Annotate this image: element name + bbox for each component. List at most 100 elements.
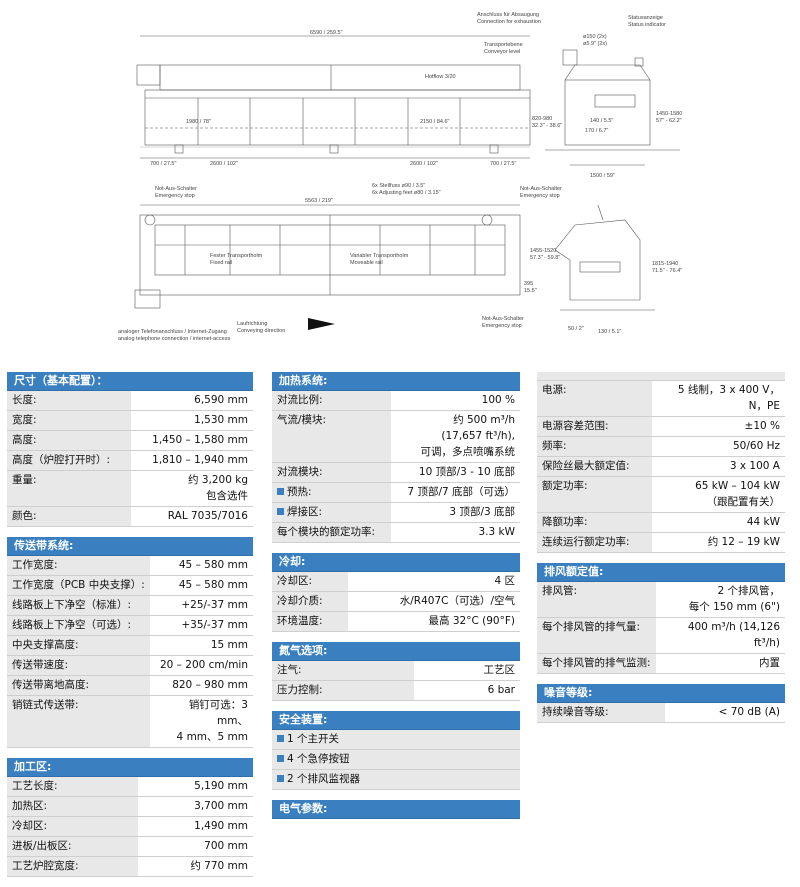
- bullet-square-icon: [277, 755, 284, 762]
- spec-row: 对流模块:10 顶部/3 - 10 底部: [272, 462, 520, 483]
- dim-total-length: 6590 / 259.5": [310, 30, 343, 36]
- label-fixed-rail-en: Fixed rail: [210, 260, 232, 266]
- spec-key: 气流/模块:: [272, 410, 391, 463]
- spec-key: 环境温度:: [272, 611, 349, 632]
- spec-row: 持续噪音等级:< 70 dB (A): [537, 703, 785, 723]
- spec-key: 频率:: [537, 436, 653, 457]
- spec-value: 5 线制，3 x 400 V， N，PE: [652, 381, 785, 417]
- section-header: 安全装置:: [272, 711, 520, 730]
- label-hotflow: Hotflow 3/20: [425, 74, 456, 80]
- section-header: 冷却:: [272, 553, 520, 572]
- spec-value: 20 – 200 cm/min: [149, 655, 253, 676]
- dim-1980: 1980 / 78": [186, 119, 211, 125]
- section-spacer: [537, 372, 785, 381]
- label-moveable-rail-en: Moveable rail: [350, 260, 383, 266]
- spec-value: 15 mm: [149, 635, 253, 656]
- spec-table: 持续噪音等级:< 70 dB (A): [537, 703, 785, 723]
- dim-130: 130 / 5.1": [598, 329, 621, 335]
- spec-row: 工作宽度（PCB 中央支撑）:45 – 580 mm: [7, 575, 253, 596]
- label-exhaust: Anschluss für Absaugung: [477, 12, 539, 18]
- spec-value: 50/60 Hz: [652, 436, 785, 457]
- safety-item: 2 个排风监视器: [272, 769, 520, 790]
- dim-700-right: 700 / 27.5": [490, 161, 516, 167]
- spec-column-2: 加热系统:对流比例:100 %气流/模块:约 500 m³/h (17,657 …: [272, 372, 520, 829]
- spec-value: 44 kW: [652, 512, 785, 533]
- spec-value: 5,190 mm: [137, 777, 253, 797]
- spec-row: 工作宽度:45 – 580 mm: [7, 556, 253, 576]
- spec-key: 进板/出板区:: [7, 836, 138, 857]
- spec-row: 保险丝最大额定值:3 x 100 A: [537, 456, 785, 477]
- spec-value: 65 kW – 104 kW （跟配置有关）: [652, 476, 785, 513]
- safety-item-text: 1 个主开关: [287, 733, 340, 745]
- label-status-en: Status indicator: [628, 22, 666, 28]
- spec-row: 电源:5 线制，3 x 400 V， N，PE: [537, 381, 785, 417]
- spec-key: 冷却区:: [272, 572, 349, 592]
- label-conveyor-level-en: Conveyor level: [484, 49, 520, 55]
- dim-395-in: 15.5": [524, 288, 537, 294]
- spec-row: 冷却区:1,490 mm: [7, 816, 253, 837]
- spec-row: 长度:6,590 mm: [7, 391, 253, 411]
- spec-key: 冷却介质:: [272, 591, 349, 612]
- bullet-square-icon: [277, 735, 284, 742]
- spec-row: 工艺长度:5,190 mm: [7, 777, 253, 797]
- spec-key: 每个模块的额定功率:: [272, 522, 391, 543]
- spec-row: 预热:7 顶部/7 底部（可选）: [272, 482, 520, 503]
- spec-row: 加热区:3,700 mm: [7, 796, 253, 817]
- spec-row: 重量:约 3,200 kg 包含选件: [7, 470, 253, 507]
- spec-key: 宽度:: [7, 410, 132, 431]
- label-estop-2-en: Emergency stop: [520, 193, 560, 199]
- label-estop-1: Not-Aus-Schalter: [155, 186, 197, 192]
- spec-key: 颜色:: [7, 506, 132, 527]
- spec-row: 2 个排风监视器: [272, 769, 520, 790]
- dim-2600-right: 2600 / 102": [410, 161, 438, 167]
- dim-1500: 1500 / 59": [590, 173, 615, 179]
- spec-value: 3.3 kW: [390, 522, 520, 543]
- spec-row: 工艺炉腔宽度:约 770 mm: [7, 856, 253, 877]
- spec-key-text: 预热:: [287, 486, 312, 498]
- bullet-square-icon: [277, 488, 284, 495]
- spec-value: 6,590 mm: [131, 391, 253, 411]
- spec-key: 每个排风管的排气监测:: [537, 653, 656, 674]
- spec-key: 保险丝最大额定值:: [537, 456, 653, 477]
- spec-key: 工作宽度:: [7, 556, 150, 576]
- spec-row: 宽度:1,530 mm: [7, 410, 253, 431]
- spec-value: 2 个排风管， 每个 150 mm (6"): [655, 582, 785, 618]
- spec-key: 线路板上下净空（标准）:: [7, 595, 150, 616]
- spec-row: 销链式传送带:销钉可选：3 mm、 4 mm、5 mm: [7, 695, 253, 748]
- spec-row: 压力控制:6 bar: [272, 680, 520, 701]
- dim-dia-1: ø150 (2x): [583, 34, 607, 40]
- plan-view-bottom: [134, 204, 521, 309]
- spec-key: 高度（炉腔打开时）:: [7, 450, 132, 471]
- label-fixed-rail: Fester Transportholm: [210, 253, 263, 259]
- spec-value: 约 12 – 19 kW: [652, 532, 785, 553]
- section-header: 传送带系统:: [7, 537, 253, 556]
- spec-row: 焊接区:3 顶部/3 底部: [272, 502, 520, 523]
- spec-value: 1,530 mm: [131, 410, 253, 431]
- bullet-square-icon: [277, 508, 284, 515]
- dim-2600-left: 2600 / 102": [210, 161, 238, 167]
- spec-value: 700 mm: [137, 836, 253, 857]
- spec-key: 注气:: [272, 661, 414, 681]
- dim-1455: 1455-1520: [530, 248, 556, 254]
- spec-key: 焊接区:: [272, 502, 391, 523]
- section-header: 排风额定值:: [537, 563, 785, 582]
- spec-key: 工艺炉腔宽度:: [7, 856, 138, 877]
- spec-table: 对流比例:100 %气流/模块:约 500 m³/h (17,657 ft³/h…: [272, 391, 520, 543]
- spec-row: 线路板上下净空（标准）:+25/-37 mm: [7, 595, 253, 616]
- spec-row: 4 个急停按钮: [272, 749, 520, 770]
- spec-key: 重量:: [7, 470, 132, 507]
- safety-item: 4 个急停按钮: [272, 749, 520, 770]
- label-direction-en: Conveying direction: [237, 328, 285, 334]
- spec-key: 持续噪音等级:: [537, 703, 666, 723]
- dim-dia-2: ø5.9" (2x): [583, 41, 607, 47]
- spec-row: 每个排风管的排气监测:内置: [537, 653, 785, 674]
